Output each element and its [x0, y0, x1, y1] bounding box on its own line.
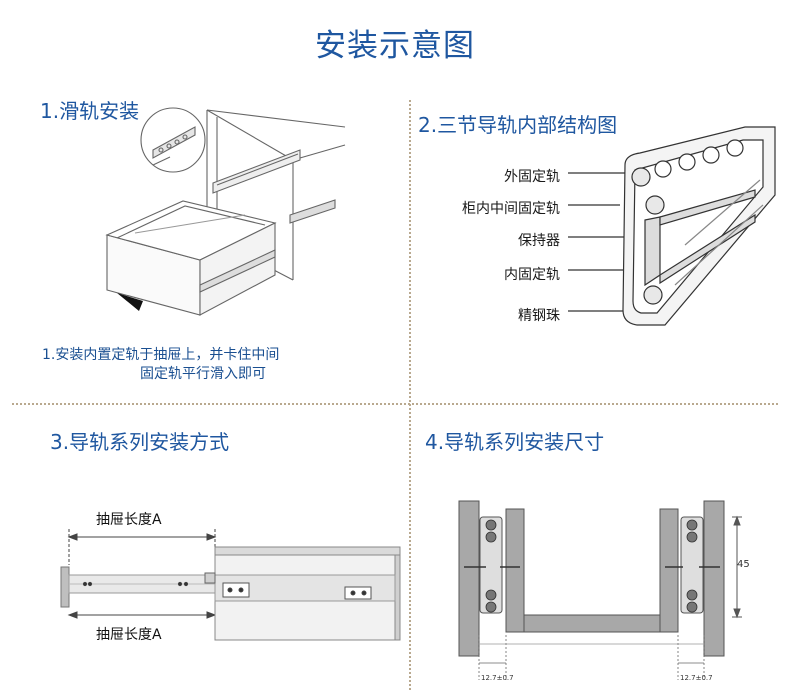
horizontal-divider	[12, 403, 778, 405]
side-installation-illustration	[60, 529, 401, 641]
label-middle-fixed-rail: 柜内中间固定轨	[462, 201, 560, 217]
section-1-title: 1.滑轨安装	[40, 99, 140, 123]
dimension-label-bottom: 抽屉长度A	[96, 627, 162, 643]
section-1-note-line-1: 1.安装内置定轨于抽屉上，并卡住中间	[42, 347, 280, 363]
page-title: 安装示意图	[315, 28, 475, 64]
section-3-title: 3.导轨系列安装方式	[50, 430, 230, 454]
label-inner-fixed-rail: 内固定轨	[504, 267, 560, 283]
label-ball-retainer: 保持器	[518, 233, 560, 249]
vertical-divider	[409, 100, 411, 690]
section-4-title: 4.导轨系列安装尺寸	[425, 430, 605, 454]
rail-cross-section-illustration	[568, 126, 776, 326]
installation-dimension-illustration	[458, 500, 742, 680]
label-outer-fixed-rail: 外固定轨	[504, 169, 560, 185]
left-gap-dimension-label: 12.7±0.7	[481, 674, 514, 682]
dimension-label-top: 抽屉长度A	[96, 512, 162, 528]
section-1-note-line-2: 固定轨平行滑入即可	[140, 366, 266, 382]
label-steel-balls: 精钢珠	[518, 308, 560, 324]
height-dimension-label: 45	[737, 559, 750, 570]
section-2-title: 2.三节导轨内部结构图	[418, 113, 618, 137]
right-gap-dimension-label: 12.7±0.7	[680, 674, 713, 682]
drawer-installation-illustration	[105, 107, 346, 316]
